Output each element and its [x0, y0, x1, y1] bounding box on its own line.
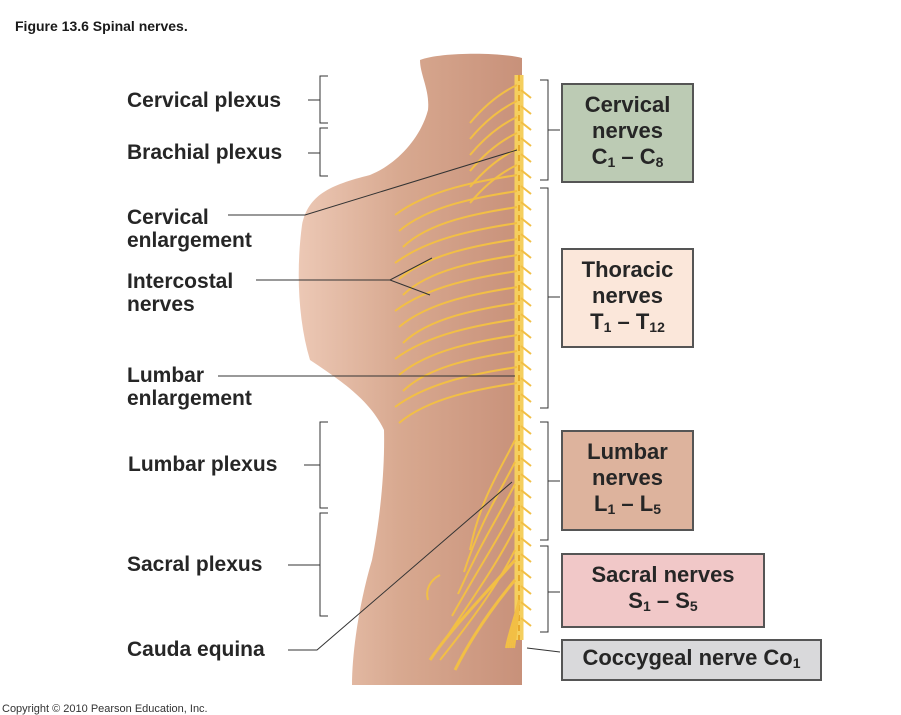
label-cervical-enlargement-2: enlargement: [127, 229, 252, 252]
nerve-branch: [505, 599, 520, 649]
nerve-branch: [520, 521, 532, 531]
label-lumbar-enlargement-1: Lumbar: [127, 364, 205, 387]
nerve-branch: [520, 377, 532, 387]
nerve-branch: [520, 569, 532, 579]
nerve-branch: [520, 89, 532, 99]
nerve-branch: [398, 382, 518, 424]
nerve-branch: [469, 100, 518, 140]
box-coccygeal-line1: Coccygeal nerve Co1: [582, 644, 801, 671]
nerve-branch: [402, 206, 518, 248]
nerve-branch: [398, 238, 518, 280]
nerve-branch: [394, 318, 518, 360]
nerve-branch: [520, 393, 532, 403]
nerve-branch: [520, 489, 532, 499]
label-cervical-plexus: Cervical plexus: [127, 89, 282, 112]
nerve-branch: [402, 254, 518, 296]
nerve-branch: [398, 286, 518, 328]
nerve-branch: [520, 105, 532, 115]
nerve-branch: [394, 222, 518, 264]
bracket-lines: [218, 75, 561, 653]
box-cervical-line1: Cervical: [584, 91, 671, 117]
nerve-branch: [520, 185, 532, 195]
nerve-branch: [520, 601, 532, 611]
nerve-branch: [453, 579, 517, 671]
nerve-branch: [520, 457, 532, 467]
label-sacral-plexus: Sacral plexus: [127, 553, 263, 576]
nerve-branch: [520, 137, 532, 147]
box-thoracic-nerves: Thoracic nerves T1 – T12: [561, 248, 694, 348]
nerve-branch: [520, 201, 532, 211]
copyright-notice: Copyright © 2010 Pearson Education, Inc.: [2, 703, 208, 715]
nerve-branch: [520, 617, 532, 627]
nerve-branch: [445, 527, 516, 639]
nerve-branch: [469, 116, 518, 156]
nerve-branch: [520, 361, 532, 371]
nerve-branch: [520, 249, 532, 259]
nerve-branch: [439, 549, 516, 661]
box-thoracic-line2: nerves: [592, 282, 663, 308]
nerve-branch: [394, 366, 518, 408]
box-lumbar-line1: Lumbar: [587, 439, 668, 464]
label-brachial-plexus: Brachial plexus: [127, 141, 283, 164]
nerve-branch: [520, 169, 532, 179]
nerve-branch: [520, 473, 532, 483]
label-intercostal-1: Intercostal: [127, 270, 234, 293]
box-lumbar-range: L1 – L5: [594, 491, 661, 517]
box-thoracic-range: T1 – T12: [590, 308, 665, 335]
nerve-branches: [394, 84, 532, 671]
nerve-branch: [463, 461, 516, 573]
box-sacral-range: S1 – S5: [628, 588, 698, 614]
nerve-branch: [426, 574, 441, 601]
box-lumbar-line2: nerves: [592, 465, 663, 490]
nerve-branch: [520, 505, 532, 515]
nerve-branch: [520, 297, 532, 307]
box-thoracic-line1: Thoracic: [581, 256, 674, 282]
nerve-branch: [520, 233, 532, 243]
box-cervical-line2: nerves: [592, 117, 663, 143]
nerve-branch: [520, 121, 532, 131]
nerve-branch: [520, 409, 532, 419]
nerve-branch: [520, 153, 532, 163]
nerve-branch: [402, 302, 518, 344]
nerve-branch: [469, 84, 518, 124]
nerve-branch: [398, 190, 518, 232]
nerve-branch: [469, 132, 518, 172]
label-cervical-enlargement-1: Cervical: [127, 206, 209, 229]
nerve-branch: [520, 425, 532, 435]
nerve-branch: [457, 483, 516, 595]
nerve-branch: [520, 585, 532, 595]
nerve-branch: [520, 537, 532, 547]
label-lumbar-enlargement-2: enlargement: [127, 387, 252, 410]
nerve-branch: [520, 265, 532, 275]
box-cervical-nerves: Cervical nerves C1 – C8: [561, 83, 694, 183]
box-lumbar-nerves: Lumbar nerves L1 – L5: [561, 430, 694, 531]
nerve-branch: [520, 329, 532, 339]
nerve-branch: [520, 217, 532, 227]
nerve-branch: [520, 281, 532, 291]
nerve-branch: [469, 439, 516, 551]
label-lumbar-plexus: Lumbar plexus: [128, 453, 278, 476]
box-sacral-nerves: Sacral nerves S1 – S5: [561, 553, 765, 628]
box-coccygeal-nerve: Coccygeal nerve Co1: [561, 639, 822, 681]
nerve-branch: [402, 350, 518, 392]
box-cervical-range: C1 – C8: [591, 143, 664, 170]
nerve-branch: [394, 270, 518, 312]
nerve-branch: [398, 334, 518, 376]
label-intercostal-2: nerves: [127, 293, 195, 316]
nerve-branch: [520, 313, 532, 323]
nerve-branch: [428, 559, 517, 661]
box-sacral-line1: Sacral nerves: [591, 562, 735, 587]
figure-title: Figure 13.6 Spinal nerves.: [15, 18, 188, 34]
label-cauda-equina: Cauda equina: [127, 638, 265, 661]
nerve-branch: [520, 345, 532, 355]
nerve-branch: [394, 174, 518, 216]
nerve-branch: [520, 441, 532, 451]
back-silhouette: [298, 53, 522, 685]
nerve-branch: [520, 553, 532, 563]
nerve-branch: [451, 505, 516, 617]
